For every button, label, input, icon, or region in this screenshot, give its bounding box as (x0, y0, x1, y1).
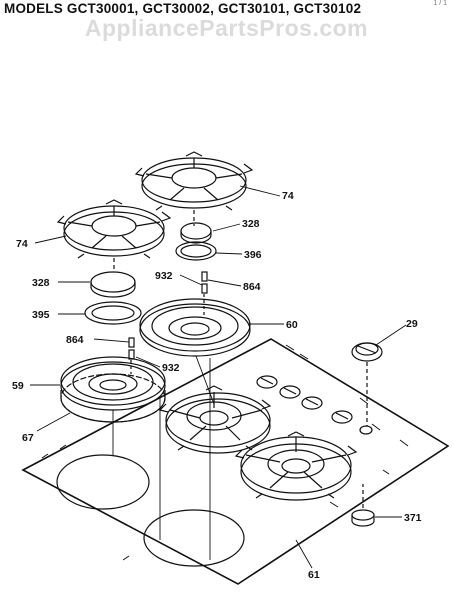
callout-orifice-right: 864 (243, 281, 261, 293)
cooktop-panel (21, 338, 450, 585)
part-cap-right (180, 222, 212, 244)
installed-grate-rear (158, 385, 272, 454)
page-reference: 1 / 1 (433, 0, 447, 7)
part-cap-left (90, 271, 136, 298)
callout-screw-right: 932 (155, 270, 173, 282)
part-orifice-left (128, 337, 135, 374)
cooktop-knobs (256, 375, 373, 435)
installed-grate-front (234, 431, 358, 501)
callout-grate-left: 74 (16, 238, 28, 250)
part-ring-right (175, 241, 217, 261)
leader-lines (30, 185, 407, 569)
part-knob-exploded (351, 342, 383, 426)
part-grate-right (134, 151, 254, 226)
callout-cap-right: 328 (242, 218, 260, 230)
callout-screw-left: 932 (162, 362, 180, 374)
header: MODELS GCT30001, GCT30002, GCT30101, GCT… (0, 0, 453, 20)
callout-bowl-right: 60 (286, 319, 298, 331)
part-ring-left (84, 301, 142, 325)
callout-cooktop: 61 (308, 569, 320, 581)
part-orifice-right (201, 271, 208, 318)
callout-ring-right: 396 (244, 249, 262, 261)
cutout-front-left (56, 454, 150, 510)
part-bowl-left (60, 356, 166, 411)
part-bowl-right (139, 298, 251, 357)
callout-orifice-left: 864 (66, 334, 84, 346)
watermark: AppliancePartsPros.com (84, 15, 369, 41)
callout-foot: 371 (404, 512, 422, 524)
callout-bowl-trim: 67 (22, 432, 34, 444)
callout-labels: 74 74 328 396 328 395 932 864 60 864 932… (12, 190, 422, 581)
callout-ring-left: 395 (32, 309, 50, 321)
part-foot (351, 484, 375, 527)
part-grate-left (56, 199, 172, 270)
callout-cap-left: 328 (32, 277, 50, 289)
callout-bowl-left: 59 (12, 380, 24, 392)
cutout-front-right (143, 509, 245, 567)
models-title: MODELS GCT30001, GCT30002, GCT30101, GCT… (4, 1, 362, 16)
callout-grate-right: 74 (282, 190, 294, 202)
callout-knob: 29 (406, 318, 418, 330)
assembly-lines (112, 355, 215, 560)
